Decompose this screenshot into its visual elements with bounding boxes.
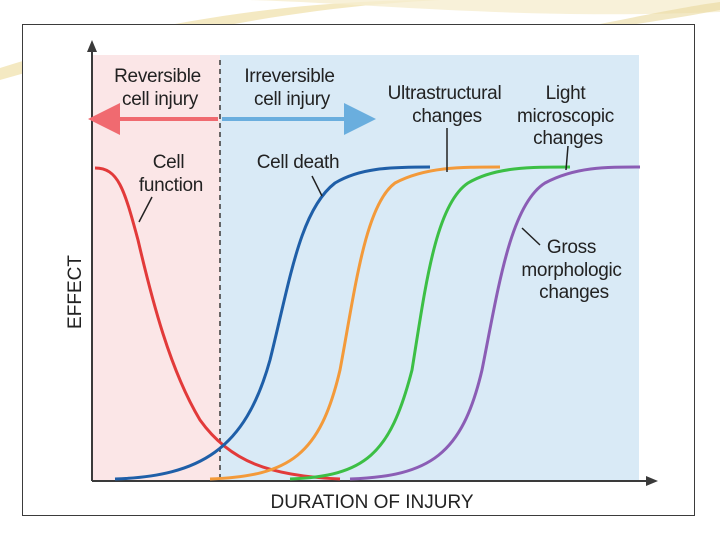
- gross-morphologic-label-line2: morphologic: [521, 260, 621, 281]
- x-axis-arrowhead: [646, 476, 658, 486]
- curve-cell-death: [114, 165, 431, 481]
- decorative-swoosh-3: [600, 2, 720, 28]
- cell-function-leader: [138, 196, 153, 223]
- curve-cell-function: [94, 166, 341, 481]
- light-microscopic-label-line2: microscopic: [517, 106, 614, 127]
- x-axis-title: DURATION OF INJURY: [270, 492, 473, 513]
- light-microscopic-label-line3: changes: [533, 128, 603, 149]
- reversible-label-line2: cell injury: [122, 89, 199, 110]
- gross-morphologic-leader: [521, 227, 541, 246]
- gross-morphologic-label-line1: Gross: [547, 237, 596, 258]
- cell-function-label: Cell function: [139, 152, 203, 196]
- light-microscopic-label: Light microscopic changes: [517, 83, 619, 149]
- ultrastructural-label-line2: changes: [412, 106, 482, 127]
- light-microscopic-leader: [565, 145, 569, 171]
- ultrastructural-label-line1: Ultrastructural: [388, 83, 502, 104]
- cell-death-leader: [311, 175, 323, 197]
- y-axis-title: EFFECT: [65, 255, 86, 329]
- irreversible-label: Irreversible cell injury: [244, 66, 339, 110]
- light-microscopic-label-line1: Light: [546, 83, 587, 104]
- gross-morphologic-label-line3: changes: [539, 282, 609, 303]
- cell-death-label-line1: Cell death: [257, 152, 340, 173]
- cell-function-label-line2: function: [139, 175, 203, 196]
- cell-death-label: Cell death: [257, 152, 340, 173]
- decorative-swoosh-2: [250, 0, 720, 15]
- irreversible-label-line2: cell injury: [254, 89, 331, 110]
- irreversible-label-line1: Irreversible: [244, 66, 334, 87]
- curve-ultrastructural: [209, 165, 501, 481]
- curve-gross-morphologic: [349, 165, 641, 481]
- reversible-label: Reversible cell injury: [114, 66, 206, 110]
- gross-morphologic-label: Gross morphologic changes: [521, 237, 626, 303]
- reversible-label-line1: Reversible: [114, 66, 201, 87]
- cell-function-label-line1: Cell: [153, 152, 185, 173]
- curve-light-microscopic: [289, 165, 571, 481]
- ultrastructural-label: Ultrastructural changes: [388, 83, 507, 127]
- y-axis-arrowhead: [87, 40, 97, 52]
